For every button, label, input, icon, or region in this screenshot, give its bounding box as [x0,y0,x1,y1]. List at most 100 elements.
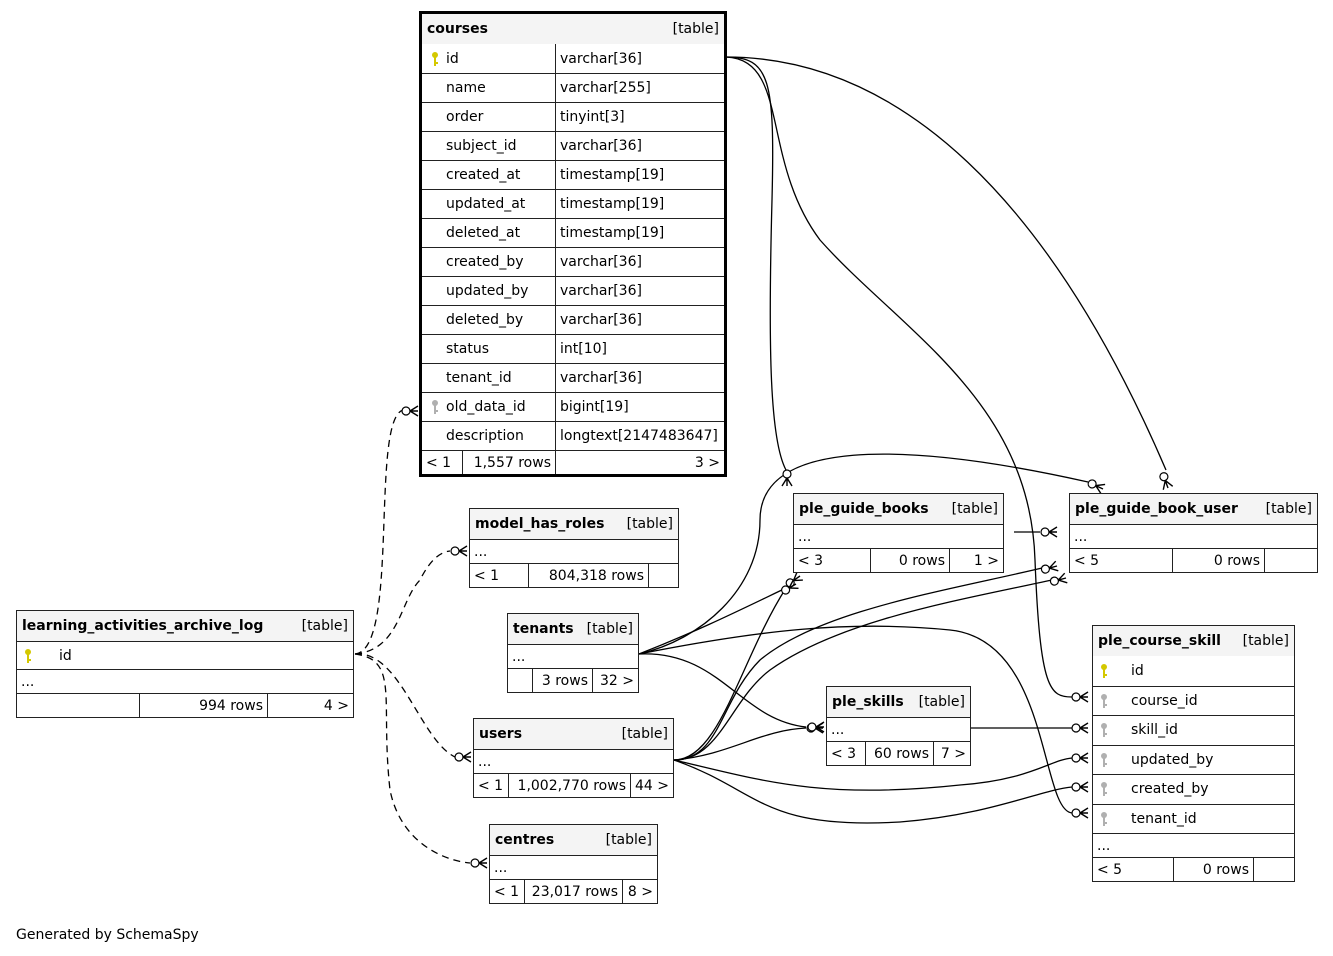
parents-link[interactable]: < 5 [1074,552,1100,569]
foreign-key-icon [1093,781,1115,797]
table-name[interactable]: ple_guide_books [799,501,929,517]
column-type: timestamp[19] [555,190,724,218]
table-name[interactable]: ple_course_skill [1098,633,1221,649]
table-footer: < 5 0 rows [1093,857,1294,881]
link-archive-log-model-has-roles [354,550,451,655]
parents-link[interactable]: < 5 [1097,861,1123,878]
column-row: updated_at timestamp[19] [422,189,724,218]
children-link[interactable]: 8 > [622,880,657,903]
column-name-cell: updated_by [422,277,555,305]
row-count: 1,557 rows [462,451,555,474]
ellipsis: ... [494,859,508,876]
column-name-cell: created_by [422,248,555,276]
table-header: ple_skills [table] [827,687,970,717]
ellipsis: ... [831,721,845,738]
table-learning-activities-archive-log[interactable]: learning_activities_archive_log [table] … [16,610,354,718]
parents-link[interactable]: < 3 [831,745,857,762]
children-link[interactable] [648,564,678,587]
table-ple-guide-book-user[interactable]: ple_guide_book_user [table] ... < 5 0 ro… [1069,493,1318,573]
table-name[interactable]: tenants [513,621,574,637]
row-count: 0 rows [1173,858,1253,881]
children-link[interactable]: 1 > [949,549,1003,572]
column-name-cell: order [422,103,555,131]
table-model-has-roles[interactable]: model_has_roles [table] ... < 1 804,318 … [469,508,679,588]
column-type: int[10] [555,335,724,363]
table-name[interactable]: centres [495,832,555,848]
row-count: 3 rows [532,669,592,692]
parents-link[interactable] [17,694,139,717]
children-link[interactable]: 3 > [555,451,724,474]
table-name[interactable]: ple_skills [832,694,904,710]
primary-key-icon [1093,663,1115,679]
link-archive-log-courses [354,409,404,655]
children-link[interactable]: 44 > [630,774,673,797]
link-courses-course-skill [725,56,1073,698]
children-link[interactable]: 32 > [592,669,638,692]
table-type: [table] [1242,633,1289,649]
column-name: subject_id [446,138,517,154]
table-type: [table] [626,516,673,532]
columns-ellipsis: ... [508,644,638,668]
table-name[interactable]: ple_guide_book_user [1075,501,1238,517]
column-type: varchar[36] [555,132,724,160]
table-name[interactable]: model_has_roles [475,516,605,532]
column-name: old_data_id [446,399,526,415]
table-header: tenants [table] [508,614,638,644]
column-name: updated_at [446,196,526,212]
row-count: 994 rows [139,694,267,717]
table-header: centres [table] [490,825,657,855]
ellipsis: ... [474,543,488,560]
ellipsis: ... [512,648,526,665]
link-archive-log-users [354,653,456,758]
table-tenants[interactable]: tenants [table] ... 3 rows 32 > [507,613,639,693]
columns-ellipsis: ... [827,717,970,741]
primary-key-icon [424,51,446,67]
link-users-guide-books [673,587,787,761]
table-name[interactable]: learning_activities_archive_log [22,618,264,634]
column-name-cell: deleted_by [422,306,555,334]
table-name[interactable]: courses [427,21,488,37]
children-link[interactable] [1253,858,1294,881]
parents-link[interactable]: < 1 [494,883,520,900]
row-count: 804,318 rows [528,564,648,587]
parents-link[interactable] [508,669,532,692]
columns-ellipsis: ... [474,749,673,773]
parents-link[interactable]: < 3 [798,552,824,569]
foreign-key-icon [1093,693,1115,709]
table-centres[interactable]: centres [table] ... < 1 23,017 rows 8 > [489,824,658,904]
column-name: id [1131,662,1144,679]
column-name: tenant_id [1131,810,1197,827]
table-type: [table] [301,618,348,634]
column-type: varchar[36] [555,277,724,305]
row-count: 60 rows [865,742,933,765]
column-type: varchar[36] [555,44,724,73]
column-name-cell: updated_at [422,190,555,218]
table-name[interactable]: users [479,726,523,742]
table-header: ple_guide_books [table] [794,494,1003,524]
column-row: course_id [1093,685,1294,716]
table-ple-guide-books[interactable]: ple_guide_books [table] ... < 3 0 rows 1… [793,493,1004,573]
row-count: 0 rows [870,549,949,572]
ellipsis: ... [1097,837,1111,854]
children-link[interactable] [1264,549,1317,572]
parents-link[interactable]: < 1 [474,567,500,584]
table-ple-skills[interactable]: ple_skills [table] ... < 3 60 rows 7 > [826,686,971,766]
children-link[interactable]: 4 > [267,694,353,717]
parents-link[interactable]: < 1 [478,777,504,794]
column-type: bigint[19] [555,393,724,421]
parents-link[interactable]: < 1 [426,454,452,471]
column-row: tenant_id [1093,803,1294,834]
table-footer: < 5 0 rows [1070,548,1317,572]
children-link[interactable]: 7 > [933,742,970,765]
ellipsis: ... [1074,528,1088,545]
table-users[interactable]: users [table] ... < 1 1,002,770 rows 44 … [473,718,674,798]
